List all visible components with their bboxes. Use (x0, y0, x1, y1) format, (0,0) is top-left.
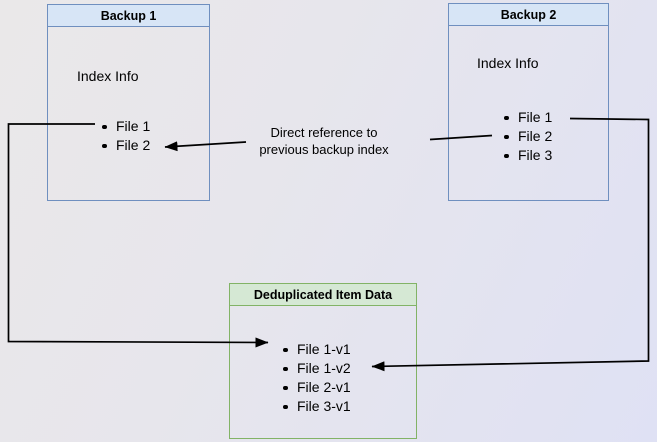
backup2-box: Backup 2 Index Info File 1 File 2 File 3 (448, 3, 609, 201)
dedup-file-list: File 1-v1 File 1-v2 File 2-v1 File 3-v1 (282, 340, 351, 416)
dedup-file-item: File 1-v2 (282, 359, 351, 378)
backup2-file-item: File 2 (503, 127, 552, 146)
backup2-title: Backup 2 (449, 4, 608, 26)
annotation-line1: Direct reference to (270, 125, 378, 140)
annotation-line2: previous backup index (259, 142, 389, 157)
backup1-file-item: File 2 (101, 136, 150, 155)
backup1-title: Backup 1 (48, 5, 209, 27)
dedup-title: Deduplicated Item Data (230, 284, 416, 306)
backup1-file-item: File 1 (101, 117, 150, 136)
backup1-file-list: File 1 File 2 (101, 117, 150, 155)
dedup-file-item: File 1-v1 (282, 340, 351, 359)
backup2-file-list: File 1 File 2 File 3 (503, 108, 552, 165)
dedup-box: Deduplicated Item Data File 1-v1 File 1-… (229, 283, 417, 439)
backup2-file-item: File 1 (503, 108, 552, 127)
dedup-file-item: File 3-v1 (282, 397, 351, 416)
backup2-file-item: File 3 (503, 146, 552, 165)
backup2-index-info-label: Index Info (477, 55, 539, 71)
backup1-index-info-label: Index Info (77, 68, 139, 84)
dedup-file-item: File 2-v1 (282, 378, 351, 397)
backup1-box: Backup 1 Index Info File 1 File 2 (47, 4, 210, 201)
direct-reference-annotation: Direct reference to previous backup inde… (228, 124, 420, 158)
